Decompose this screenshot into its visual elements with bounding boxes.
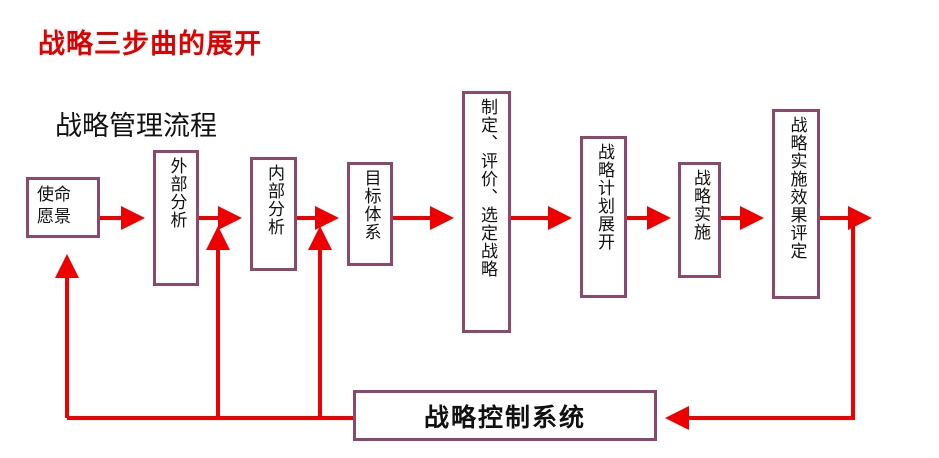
node-strategy-control-system: 战略控制系统 xyxy=(353,390,657,441)
node-vision: 使命 愿景 xyxy=(26,177,100,238)
node-goal-system-label: 目标体系 xyxy=(360,169,381,241)
node-vision-line2: 愿景 xyxy=(37,207,71,227)
page-title: 战略三步曲的展开 xyxy=(38,29,262,60)
node-formulate-strategy: 制定、评价、选定战略 xyxy=(462,91,511,333)
node-vision-line1: 使命 xyxy=(37,185,71,205)
node-external-analysis: 外部分析 xyxy=(153,150,199,286)
feedback-line-right xyxy=(665,218,855,430)
node-effect-evaluation-label: 战略实施效果评定 xyxy=(786,116,807,260)
node-internal-analysis: 内部分析 xyxy=(250,157,297,271)
node-strategy-plan: 战略计划展开 xyxy=(580,136,627,298)
node-strategy-implementation-label: 战略实施 xyxy=(690,169,710,241)
node-strategy-implementation: 战略实施 xyxy=(678,162,721,278)
node-external-analysis-label: 外部分析 xyxy=(166,157,187,229)
node-strategy-control-system-label: 战略控制系统 xyxy=(423,402,586,432)
node-goal-system: 目标体系 xyxy=(347,162,393,266)
node-internal-analysis-label: 内部分析 xyxy=(264,164,284,236)
node-effect-evaluation: 战略实施效果评定 xyxy=(772,109,820,299)
diagram-subtitle: 战略管理流程 xyxy=(55,111,217,142)
node-strategy-plan-label: 战略计划展开 xyxy=(594,143,614,251)
node-formulate-strategy-label: 制定、评价、选定战略 xyxy=(477,98,497,278)
